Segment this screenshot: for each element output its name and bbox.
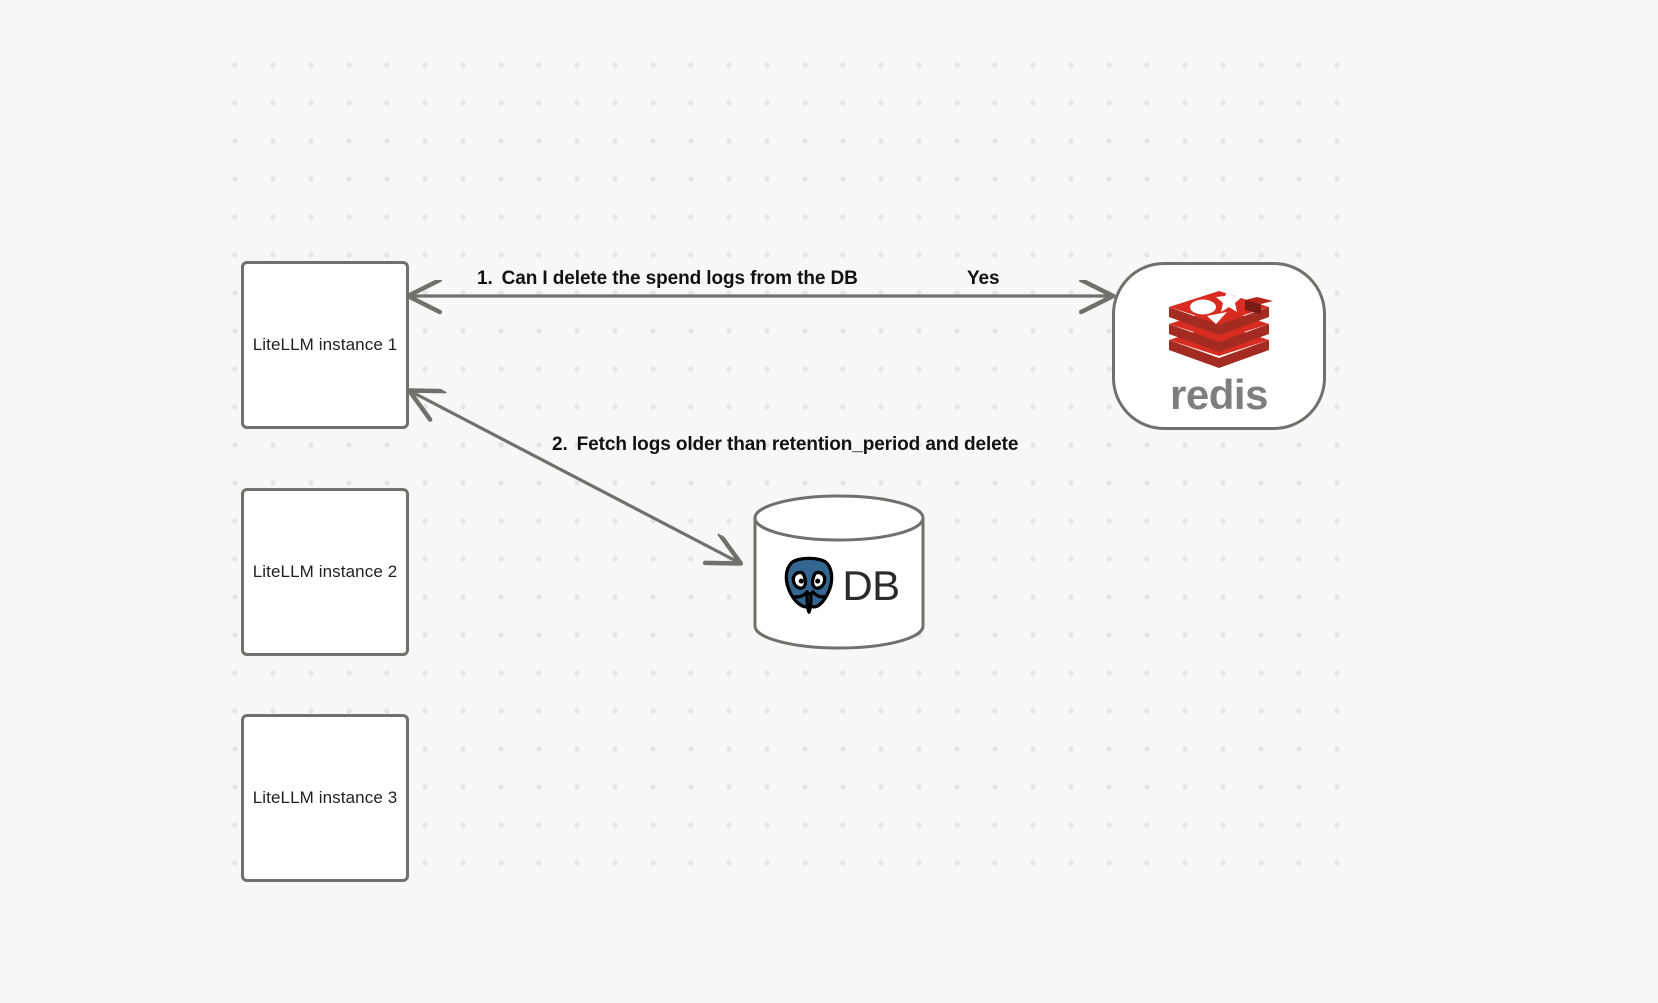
node-litellm-instance-2-label: LiteLLM instance 2 xyxy=(252,562,398,581)
node-db-content: DB xyxy=(752,536,926,636)
node-litellm-instance-1-label: LiteLLM instance 1 xyxy=(252,335,398,354)
node-litellm-instance-2[interactable]: LiteLLM instance 2 xyxy=(241,488,409,656)
node-redis-label: redis xyxy=(1170,371,1268,418)
node-redis[interactable]: redis xyxy=(1112,262,1326,430)
edge-1-label: 1. Can I delete the spend logs from the D… xyxy=(477,268,858,290)
edge-1-text: Can I delete the spend logs from the DB xyxy=(501,268,858,289)
node-litellm-instance-3-label: LiteLLM instance 3 xyxy=(252,788,398,807)
node-litellm-instance-3[interactable]: LiteLLM instance 3 xyxy=(241,714,409,882)
edge-2-text: Fetch logs older than retention_period a… xyxy=(576,434,1019,455)
postgresql-elephant-icon xyxy=(785,556,834,614)
edge-2-label: 2. Fetch logs older than retention_period… xyxy=(552,434,1018,456)
redis-logo-icon xyxy=(1169,288,1273,368)
edge-1-number: 1. xyxy=(477,268,493,289)
node-db-label: DB xyxy=(842,562,900,609)
edge-2-number: 2. xyxy=(552,434,568,455)
node-litellm-instance-1[interactable]: LiteLLM instance 1 xyxy=(241,261,409,429)
cylinder-shape xyxy=(753,494,925,650)
node-db[interactable]: DB xyxy=(752,494,926,650)
edge-1-answer-label: Yes xyxy=(967,268,1000,289)
edge-litellm1-db xyxy=(412,392,738,562)
